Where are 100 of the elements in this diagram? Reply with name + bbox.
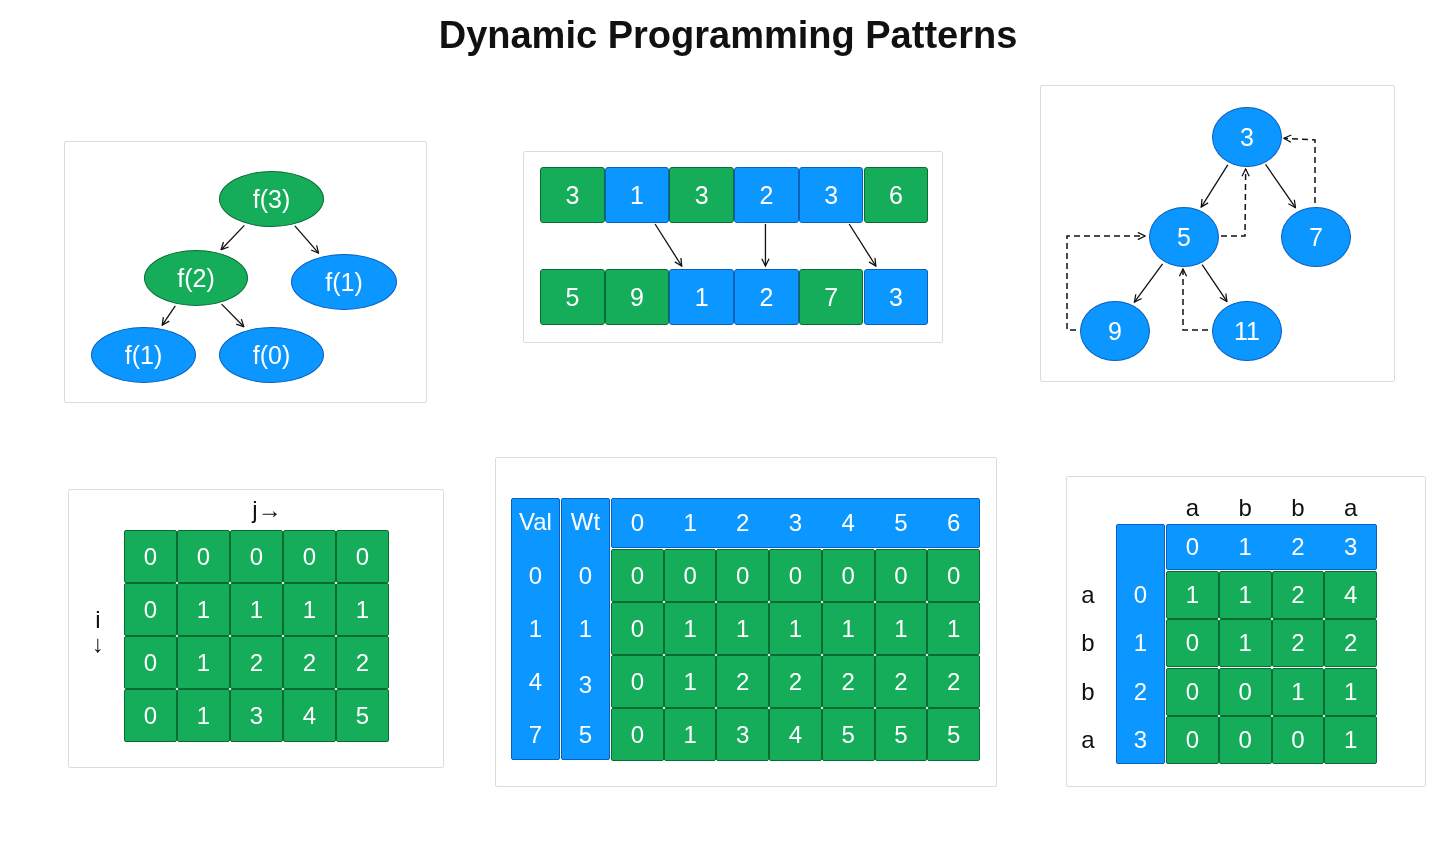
- table-cell: 0: [611, 602, 664, 655]
- string-letter: a: [1080, 580, 1096, 610]
- table-cell: 1: [177, 636, 230, 689]
- arrow: [848, 223, 877, 267]
- table-cell: 1: [769, 602, 822, 655]
- column-index: 4: [840, 508, 856, 538]
- table-cell: 2: [1324, 619, 1377, 668]
- table-cell: 3: [230, 689, 283, 742]
- array-cell: 1: [669, 269, 735, 325]
- graph-node: 7: [1281, 207, 1351, 267]
- table-cell: 2: [283, 636, 336, 689]
- table-cell: 0: [874, 549, 928, 602]
- column-index: 1: [1237, 532, 1253, 562]
- table-cell: 2: [821, 655, 875, 708]
- row-value: 1: [577, 613, 594, 644]
- table-cell: 5: [336, 689, 389, 742]
- string-letter: a: [1342, 493, 1359, 523]
- panel-card: [523, 151, 943, 343]
- table-cell: 1: [716, 602, 770, 655]
- column-index: 0: [629, 508, 646, 538]
- table-cell: 5: [927, 708, 980, 761]
- column-index: 3: [787, 508, 804, 538]
- string-letter: a: [1080, 724, 1096, 755]
- table-cell: 2: [874, 655, 928, 708]
- table-cell: 0: [611, 549, 664, 602]
- string-letter: b: [1290, 493, 1306, 523]
- table-cell: 2: [1271, 619, 1325, 668]
- table-cell: 4: [1324, 571, 1377, 619]
- arrow: [654, 223, 683, 267]
- row-index: 2: [1132, 676, 1149, 707]
- arrow: [1178, 268, 1209, 331]
- arrow: [1264, 163, 1297, 209]
- arrow: [220, 224, 245, 251]
- string-letter: b: [1080, 676, 1096, 707]
- arrow: [294, 225, 320, 254]
- table-cell: 0: [124, 636, 177, 689]
- table-cell: 0: [1218, 667, 1272, 716]
- row-index: 1: [1132, 628, 1149, 659]
- column-index: 6: [945, 508, 962, 538]
- array-cell: 3: [863, 269, 929, 325]
- table-cell: 0: [124, 689, 177, 742]
- table-cell: 0: [1271, 715, 1325, 764]
- array-cell: 5: [540, 269, 605, 325]
- table-cell: 1: [1324, 667, 1377, 716]
- column-index: 0: [1184, 532, 1201, 562]
- row-value: 4: [527, 666, 544, 697]
- column-header: Wt: [569, 507, 602, 537]
- table-cell: 0: [611, 655, 664, 708]
- table-cell: 0: [283, 530, 336, 583]
- recursion-node: f(3): [219, 171, 324, 227]
- table-cell: 1: [821, 602, 875, 655]
- table-cell: 1: [177, 583, 230, 636]
- table-cell: 0: [611, 708, 664, 761]
- arrow: [161, 305, 176, 326]
- table-cell: 2: [1271, 571, 1325, 619]
- column-index: 1: [682, 508, 698, 538]
- row-value: 1: [527, 613, 544, 644]
- graph-node: 9: [1080, 301, 1150, 361]
- axis-label: i ↓: [91, 605, 105, 659]
- recursion-node: f(0): [219, 327, 324, 383]
- array-cell: 2: [734, 167, 799, 223]
- table-cell: 0: [124, 530, 177, 583]
- panel-card: [1040, 85, 1395, 382]
- table-cell: 1: [663, 655, 717, 708]
- row-value: 3: [577, 669, 594, 700]
- recursion-node: f(1): [91, 327, 196, 383]
- table-cell: 3: [716, 708, 770, 761]
- table-cell: 1: [663, 708, 717, 761]
- arrow: [1200, 164, 1229, 208]
- table-cell: 4: [283, 689, 336, 742]
- row-value: 0: [577, 560, 594, 591]
- arrow: [1283, 134, 1316, 204]
- arrow: [1201, 263, 1228, 303]
- arrow: [761, 223, 770, 267]
- table-cell: 0: [124, 583, 177, 636]
- array-cell: 3: [540, 167, 605, 223]
- table-cell: 1: [874, 602, 928, 655]
- table-cell: 0: [1218, 715, 1272, 764]
- array-cell: 1: [604, 167, 670, 223]
- table-cell: 2: [927, 655, 980, 708]
- table-cell: 0: [821, 549, 875, 602]
- table-cell: 1: [1324, 715, 1377, 764]
- arrow: [220, 303, 245, 328]
- string-letter: b: [1080, 628, 1096, 659]
- table-cell: 2: [230, 636, 283, 689]
- table-cell: 2: [716, 655, 770, 708]
- graph-node: 11: [1212, 301, 1282, 361]
- graph-node: 5: [1149, 207, 1219, 267]
- arrow: [1133, 263, 1164, 303]
- table-cell: 0: [716, 549, 770, 602]
- row-index: 0: [1132, 580, 1149, 610]
- diagram-title: Dynamic Programming Patterns: [437, 14, 1019, 57]
- column-index: 5: [893, 508, 909, 538]
- recursion-node: f(2): [144, 250, 248, 306]
- table-cell: 0: [336, 530, 389, 583]
- table-cell: 0: [927, 549, 980, 602]
- table-cell: 0: [769, 549, 822, 602]
- table-cell: 1: [1271, 667, 1325, 716]
- string-letter: b: [1237, 493, 1253, 523]
- table-cell: 0: [230, 530, 283, 583]
